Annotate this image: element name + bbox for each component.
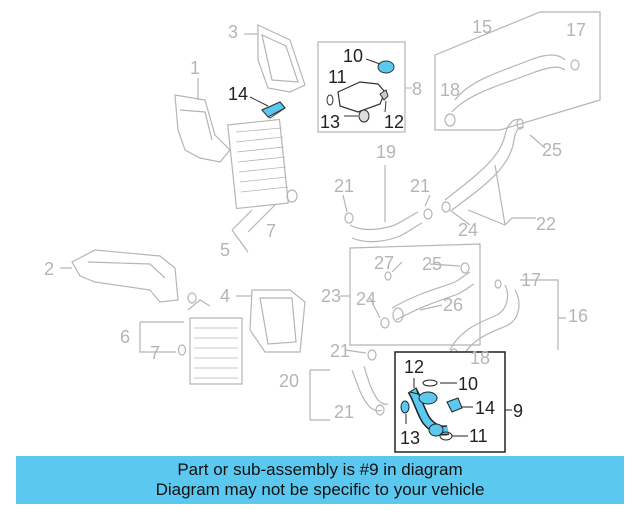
callout-14a: 14 xyxy=(228,84,248,104)
callout-1: 1 xyxy=(190,58,200,78)
callout-24b: 24 xyxy=(356,289,376,309)
callout-20: 20 xyxy=(279,371,299,391)
callout-27: 27 xyxy=(374,253,394,273)
callout-23: 23 xyxy=(321,286,341,306)
callout-25a: 25 xyxy=(542,140,562,160)
banner-line-2: Diagram may not be specific to your vehi… xyxy=(155,480,485,499)
callout-14b: 14 xyxy=(475,398,495,418)
callout-7a: 7 xyxy=(266,221,276,241)
callout-19: 19 xyxy=(376,142,396,162)
callout-3: 3 xyxy=(228,22,238,42)
callout-21d: 21 xyxy=(334,402,354,422)
callout-18a: 18 xyxy=(440,80,460,100)
callout-2: 2 xyxy=(44,259,54,279)
callout-6: 6 xyxy=(120,327,130,347)
callout-16: 16 xyxy=(568,306,588,326)
callout-8: 8 xyxy=(412,79,422,99)
callout-24a: 24 xyxy=(458,220,478,240)
callout-18b: 18 xyxy=(470,348,490,368)
callout-21b: 21 xyxy=(410,176,430,196)
callouts-gray: 1 2 3 4 5 6 7 7 8 15 16 17 17 18 18 19 2… xyxy=(44,17,588,422)
callout-22: 22 xyxy=(536,214,556,234)
background-parts xyxy=(60,11,601,421)
callout-25b: 25 xyxy=(422,254,442,274)
callout-11a: 11 xyxy=(328,67,347,87)
info-banner: Part or sub-assembly is #9 in diagram Di… xyxy=(16,456,624,504)
callout-7b: 7 xyxy=(150,343,160,363)
callout-4: 4 xyxy=(220,286,230,306)
banner-line-1: Part or sub-assembly is #9 in diagram xyxy=(177,460,463,479)
highlighted-subassembly-box xyxy=(394,351,512,453)
callout-11b: 11 xyxy=(469,426,488,446)
callout-9: 9 xyxy=(513,401,523,421)
callout-21a: 21 xyxy=(334,176,354,196)
callout-10b: 10 xyxy=(458,374,478,394)
callout-12a: 12 xyxy=(384,112,404,132)
upper-subassembly-box xyxy=(317,41,412,133)
callout-17b: 17 xyxy=(521,270,541,290)
callout-13a: 13 xyxy=(320,112,340,132)
parts-diagram: 1 2 3 4 5 6 7 7 8 15 16 17 17 18 18 19 2… xyxy=(44,11,601,453)
callout-13b: 13 xyxy=(400,428,420,448)
callout-17a: 17 xyxy=(566,20,586,40)
callout-12b: 12 xyxy=(404,357,424,377)
callouts-dark: 10 11 12 13 14 10 11 12 13 14 9 xyxy=(228,46,523,448)
callout-5: 5 xyxy=(220,240,230,260)
callout-15: 15 xyxy=(472,17,492,37)
callout-21c: 21 xyxy=(330,341,350,361)
callout-10a: 10 xyxy=(343,46,363,66)
callout-26: 26 xyxy=(443,295,463,315)
